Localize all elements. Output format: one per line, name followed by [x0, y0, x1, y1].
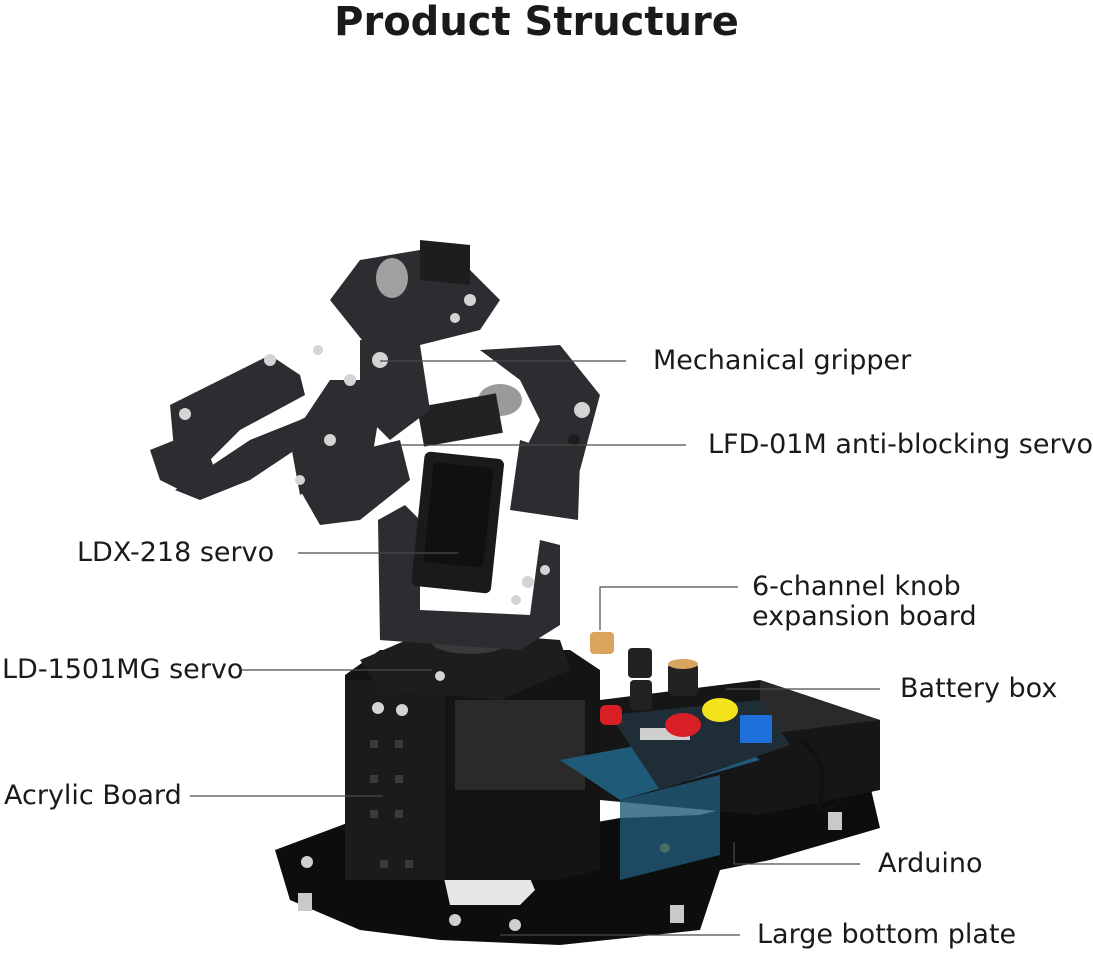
leader-lines: [190, 360, 880, 936]
knob-shapes: [590, 632, 842, 812]
acrylic-tower-shape: [345, 650, 600, 880]
knob-board-leader-line: [599, 586, 738, 630]
lower-bracket-shape: [378, 451, 560, 650]
page-title: Product Structure: [334, 0, 739, 45]
upper-arm-shape: [417, 345, 600, 520]
label-bottom-plate: Large bottom plate: [757, 919, 1017, 950]
label-knob-board-line2: expansion board: [752, 601, 977, 632]
gripper-screws-shape: [179, 345, 356, 485]
label-knob-board-line1: 6-channel knob: [752, 571, 961, 602]
label-battery-box: Battery box: [900, 673, 1058, 704]
label-acrylic-board: Acrylic Board: [4, 780, 182, 811]
arduino-leader-line: [733, 842, 860, 865]
label-ld-servo: LD-1501MG servo: [2, 654, 244, 685]
label-arduino: Arduino: [878, 848, 983, 879]
label-lfd-servo: LFD-01M anti-blocking servo: [708, 429, 1093, 460]
label-mechanical-gripper: Mechanical gripper: [653, 345, 912, 376]
label-ldx-servo: LDX-218 servo: [77, 537, 275, 568]
